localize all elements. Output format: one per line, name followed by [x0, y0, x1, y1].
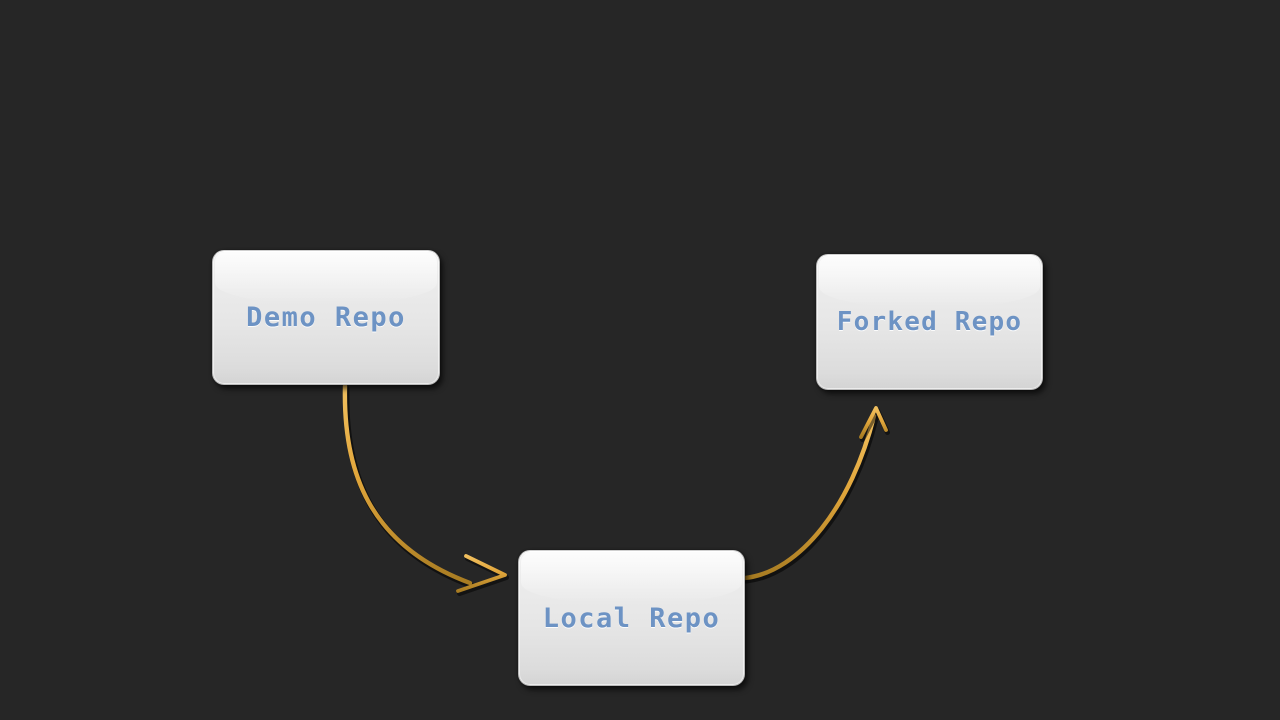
- node-forked-repo[interactable]: Forked Repo: [816, 254, 1043, 390]
- arrowhead-open-v: [456, 554, 507, 593]
- edge-local-to-forked: [742, 406, 890, 584]
- arrowhead-open-v: [457, 556, 509, 596]
- edge-demo-to-local: [342, 383, 509, 596]
- arrowhead-open-v: [859, 406, 888, 439]
- node-label: Local Repo: [542, 602, 721, 634]
- node-demo-repo[interactable]: Demo Repo: [212, 250, 440, 385]
- node-local-repo[interactable]: Local Repo: [518, 550, 745, 686]
- node-label: Forked Repo: [836, 307, 1023, 337]
- node-label: Demo Repo: [246, 302, 406, 333]
- arrowhead-open-v: [860, 408, 890, 442]
